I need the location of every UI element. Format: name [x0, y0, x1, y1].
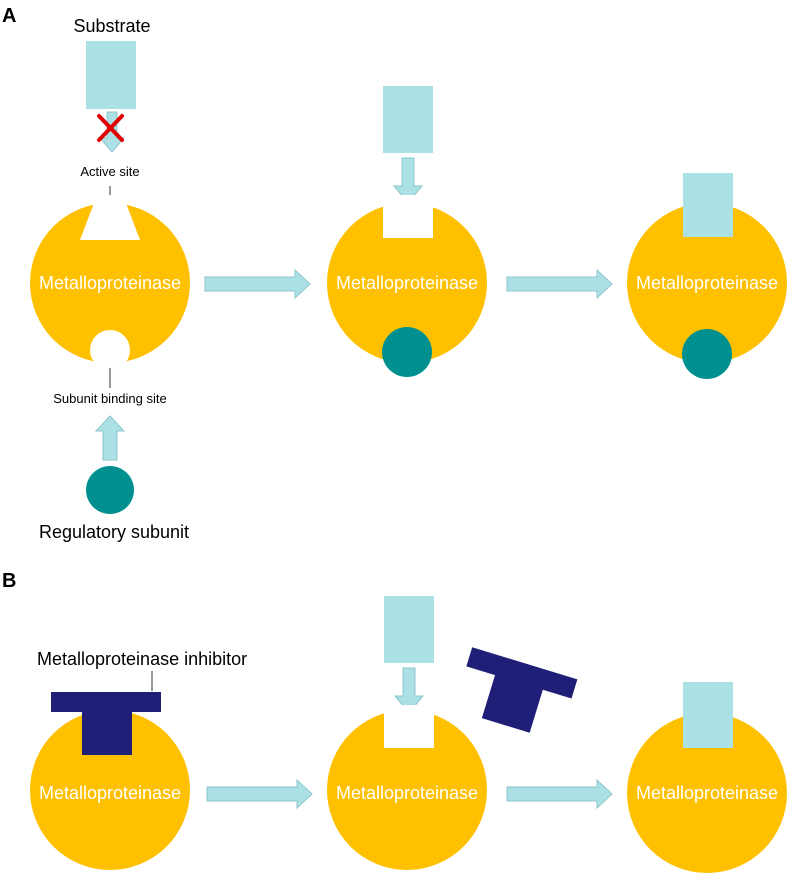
- enzyme-b3: [627, 713, 787, 873]
- right-arrow-a1: [204, 268, 311, 300]
- right-arrow-b1: [206, 778, 313, 810]
- enzyme-label-b1: Metalloproteinase: [39, 783, 181, 803]
- subunit-binding-site-label: Subunit binding site: [53, 391, 166, 406]
- enzyme-a3: [627, 203, 787, 363]
- cross-mark-icon: [97, 114, 124, 142]
- up-arrow: [94, 415, 126, 461]
- right-arrow-a2: [506, 268, 613, 300]
- enzyme-label-a2: Metalloproteinase: [336, 273, 478, 293]
- substrate-block-b2: [384, 596, 434, 663]
- regulatory-subunit-bound-a2: [382, 327, 432, 377]
- substrate-bound-a3: [683, 173, 733, 237]
- down-arrow-a2: [392, 157, 424, 204]
- enzyme-label-a3: Metalloproteinase: [636, 273, 778, 293]
- substrate-label: Substrate: [73, 16, 150, 36]
- right-arrow-b2: [506, 778, 613, 810]
- enzyme-label-b2: Metalloproteinase: [336, 783, 478, 803]
- panel-label-b: B: [2, 570, 16, 592]
- inhibitor-bound-b1: [51, 692, 161, 755]
- substrate-bound-b3: [683, 682, 733, 748]
- enzyme-a1: [30, 195, 190, 370]
- active-site-label: Active site: [80, 164, 139, 179]
- panel-label-a: A: [2, 5, 16, 27]
- inhibitor-label: Metalloproteinase inhibitor: [37, 649, 247, 669]
- enzyme-a2: [327, 195, 487, 363]
- enzyme-label-a1: Metalloproteinase: [39, 273, 181, 293]
- substrate-block-a2: [383, 86, 433, 153]
- enzyme-b2: [327, 705, 487, 870]
- enzyme-b1: [30, 710, 190, 870]
- substrate-block-a1: [86, 41, 136, 109]
- regulatory-subunit-label: Regulatory subunit: [39, 522, 189, 542]
- inhibitor-released: [466, 647, 578, 733]
- down-arrow-b2: [393, 667, 425, 714]
- enzyme-label-b3: Metalloproteinase: [636, 783, 778, 803]
- regulatory-subunit: [86, 466, 134, 514]
- regulatory-subunit-bound-a3: [682, 329, 732, 379]
